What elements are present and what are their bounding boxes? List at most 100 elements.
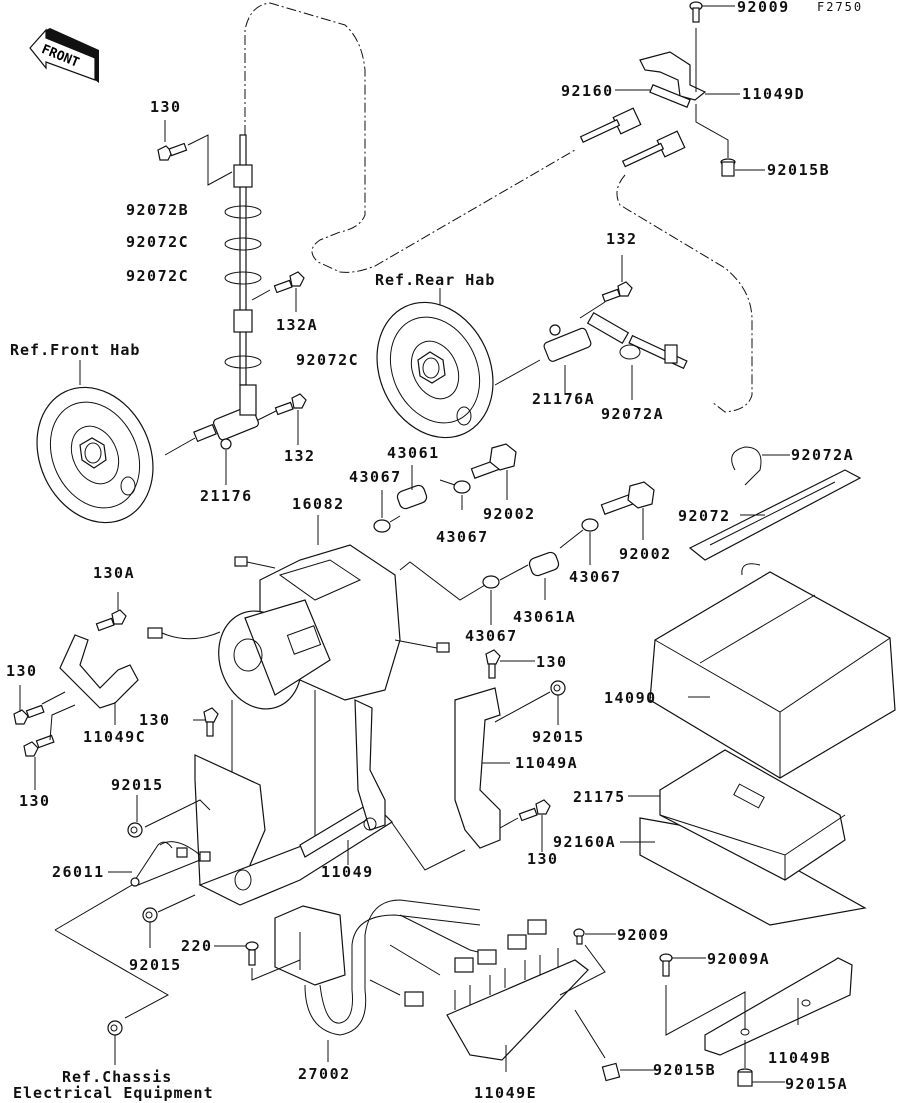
cable-loop-line-2 [616,174,753,413]
bolt-130-bracket-icon [485,649,501,679]
nut-92015-low-icon [142,907,158,923]
part-label-220[interactable]: 220 [181,937,213,955]
part-label-26011[interactable]: 26011 [52,863,105,881]
bolt-130-mid-icon [203,707,219,737]
ref-front-hub[interactable]: Ref.Front Hab [10,341,141,359]
bolt-92002-1 [470,443,517,479]
part-label-92072[interactable]: 92072 [678,507,731,525]
sensor-connector-1 [579,107,642,143]
grommet-92015B-low-icon [601,1062,621,1082]
part-label-92015-low[interactable]: 92015 [129,956,182,974]
nut-92015-left-icon [127,822,143,838]
part-label-130-low[interactable]: 130 [527,850,559,868]
ecu-14090 [649,563,896,779]
part-label-43067-3[interactable]: 43067 [569,568,622,586]
bracket-11049D [639,51,707,108]
bolt-130-low-icon [518,799,551,822]
bracket-11049C [59,634,139,709]
bolt-130-left2-icon [23,734,55,757]
part-label-43067-2[interactable]: 43067 [436,528,489,546]
part-label-92160A[interactable]: 92160A [553,833,617,851]
union-43061A [528,551,560,577]
bolt-130A-icon [95,609,127,632]
part-label-92009A[interactable]: 92009A [707,950,771,968]
bracket-11049B [704,957,853,1056]
master-cylinder-21176A [543,311,688,370]
part-label-11049B[interactable]: 11049B [768,1049,832,1067]
bolt-132-top-icon [601,281,633,303]
part-label-92072A-right[interactable]: 92072A [791,446,855,464]
bracket-11049A [454,687,501,849]
part-label-132A[interactable]: 132A [276,316,319,334]
part-label-14090[interactable]: 14090 [604,689,657,707]
part-label-132-top[interactable]: 132 [606,230,638,248]
part-label-11049D[interactable]: 11049D [742,85,806,103]
part-label-130-mid[interactable]: 130 [139,711,171,729]
bolt-130-left1-icon [13,704,45,725]
part-label-130A[interactable]: 130A [93,564,136,582]
part-label-21175[interactable]: 21175 [573,788,626,806]
bolt-92009-top-icon [689,1,703,23]
part-label-92015-right[interactable]: 92015 [532,728,585,746]
part-label-92072A-mid[interactable]: 92072A [601,405,665,423]
nut-ref-chassis-icon [107,1020,123,1036]
grommet-92015B-top-icon [720,158,736,177]
part-label-130-bracket[interactable]: 130 [536,653,568,671]
washer-43067-1 [373,519,391,533]
grommet-92015A-icon [737,1068,753,1087]
part-label-130-left1[interactable]: 130 [6,662,38,680]
master-cylinder-21176 [193,384,259,450]
ref-rear-hub[interactable]: Ref.Rear Hab [375,271,496,289]
part-label-132-left[interactable]: 132 [284,447,316,465]
part-label-92002-1[interactable]: 92002 [483,505,536,523]
washer-43067-3 [581,518,599,532]
part-label-92015B-low[interactable]: 92015B [653,1061,717,1079]
part-label-130-left2[interactable]: 130 [19,792,51,810]
part-label-11049C[interactable]: 11049C [83,728,147,746]
cable-loop-line [244,2,576,273]
part-label-27002[interactable]: 27002 [298,1065,351,1083]
ground-lead-26011 [130,841,211,887]
ref-chassis-line2[interactable]: Electrical Equipment [13,1084,214,1102]
front-hub-disc [36,386,154,524]
ref-chassis-line1[interactable]: Ref.Chassis [62,1068,173,1086]
part-label-43061A[interactable]: 43061A [513,608,577,626]
relay-27002 [274,905,346,986]
part-label-21176[interactable]: 21176 [200,487,253,505]
front-arrow-icon: FRONT [29,28,99,83]
washer-43067-2 [453,480,471,494]
part-label-92072C-2[interactable]: 92072C [126,267,190,285]
front-brake-pipe [224,134,262,386]
bolt-92002-2 [600,481,655,515]
part-label-43061[interactable]: 43061 [387,444,440,462]
part-label-92015B-top[interactable]: 92015B [767,161,831,179]
part-label-92015-left[interactable]: 92015 [111,776,164,794]
part-label-21176A[interactable]: 21176A [532,390,596,408]
part-label-92072C-1[interactable]: 92072C [126,233,190,251]
strap-92072 [688,469,862,561]
part-label-43067-1[interactable]: 43067 [349,468,402,486]
rear-hub-disc [376,301,494,439]
wiring-harness [304,899,547,1036]
figure-code: F2750 [817,0,864,14]
abs-hydraulic-unit-16082 [147,544,450,710]
part-label-11049A[interactable]: 11049A [515,754,579,772]
part-label-11049[interactable]: 11049 [321,863,374,881]
washer-43067-4 [482,575,500,589]
part-label-92072B[interactable]: 92072B [126,201,190,219]
bracket-11049 [194,699,393,906]
part-label-92160[interactable]: 92160 [561,82,614,100]
part-label-92072C-3[interactable]: 92072C [296,351,360,369]
nut-92015-right-icon [550,680,566,696]
part-label-43067-4[interactable]: 43067 [465,627,518,645]
clip-92072A [731,446,762,486]
part-label-16082[interactable]: 16082 [292,495,345,513]
screw-220-icon [245,941,259,966]
part-label-92009-low[interactable]: 92009 [617,926,670,944]
part-label-92009-top[interactable]: 92009 [737,0,790,16]
part-label-130-top[interactable]: 130 [150,98,182,116]
part-label-11049E[interactable]: 11049E [474,1084,538,1102]
bolt-132-icon [274,393,307,416]
part-label-92015A[interactable]: 92015A [785,1075,849,1093]
part-label-92002-2[interactable]: 92002 [619,545,672,563]
